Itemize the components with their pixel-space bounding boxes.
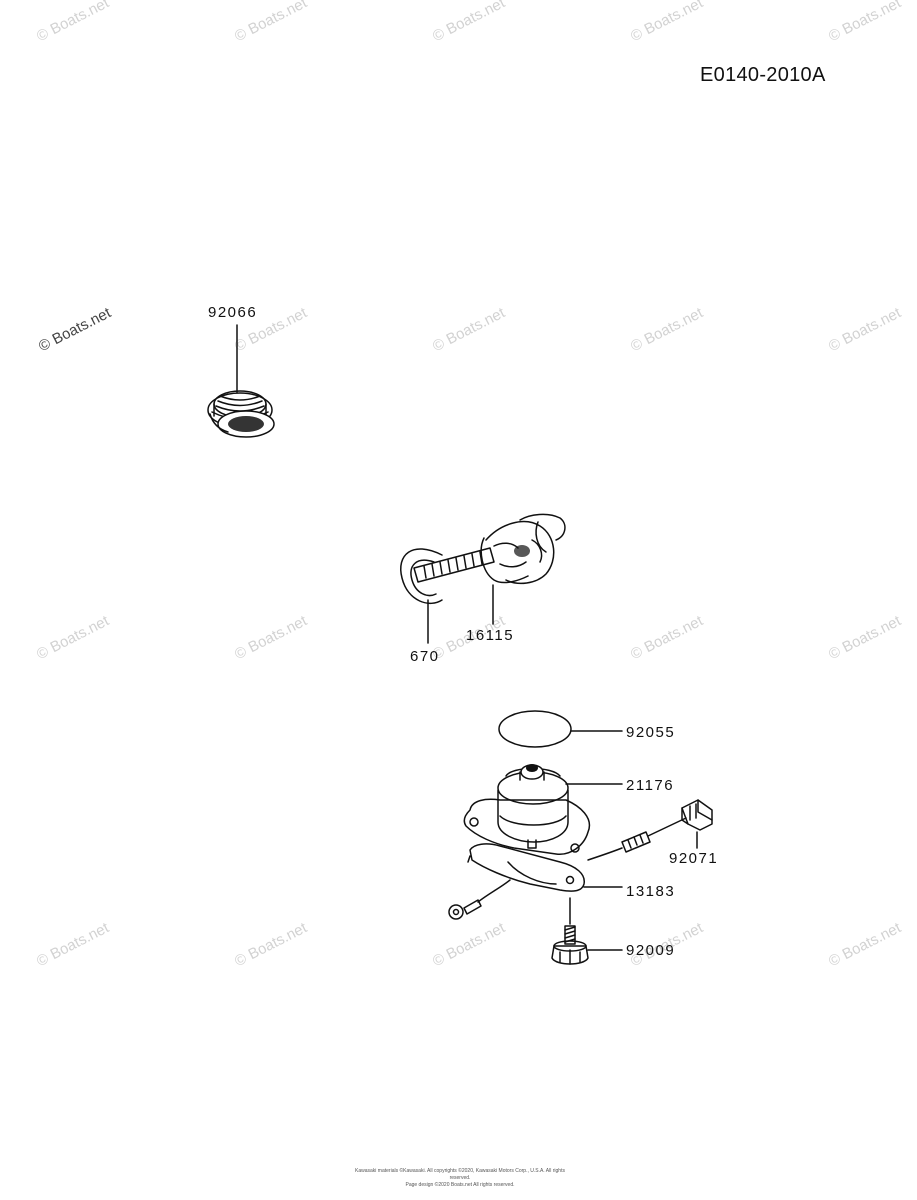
diagram-code: E0140-2010A bbox=[700, 64, 826, 86]
part-number-92009[interactable]: 92009 bbox=[626, 942, 676, 959]
copyright-line: Page design ©2020 Boats.net All rights r… bbox=[405, 1182, 515, 1188]
part-number-13183[interactable]: 13183 bbox=[626, 883, 676, 900]
plug-icon[interactable] bbox=[207, 324, 275, 438]
solenoid-icon[interactable] bbox=[463, 764, 623, 855]
copyright-line: Kawasaki materials ©Kawasaki. All copyri… bbox=[355, 1168, 565, 1181]
part-number-670[interactable]: 670 bbox=[410, 648, 440, 665]
part-number-92066[interactable]: 92066 bbox=[208, 304, 258, 321]
part-number-92071[interactable]: 92071 bbox=[669, 850, 719, 867]
copyright-footer: Kawasaki materials ©Kawasaki. All copyri… bbox=[350, 1168, 570, 1189]
drain-screw-icon[interactable] bbox=[413, 513, 566, 625]
o-ring-icon[interactable] bbox=[498, 710, 623, 748]
bracket-plate-icon[interactable] bbox=[448, 817, 687, 920]
part-number-16115[interactable]: 16115 bbox=[466, 627, 515, 644]
part-number-92055[interactable]: 92055 bbox=[626, 724, 676, 741]
bolt-icon[interactable] bbox=[551, 897, 623, 965]
connector-cap-icon[interactable] bbox=[681, 799, 713, 849]
washer-icon[interactable] bbox=[400, 548, 443, 644]
part-number-21176[interactable]: 21176 bbox=[626, 777, 675, 794]
